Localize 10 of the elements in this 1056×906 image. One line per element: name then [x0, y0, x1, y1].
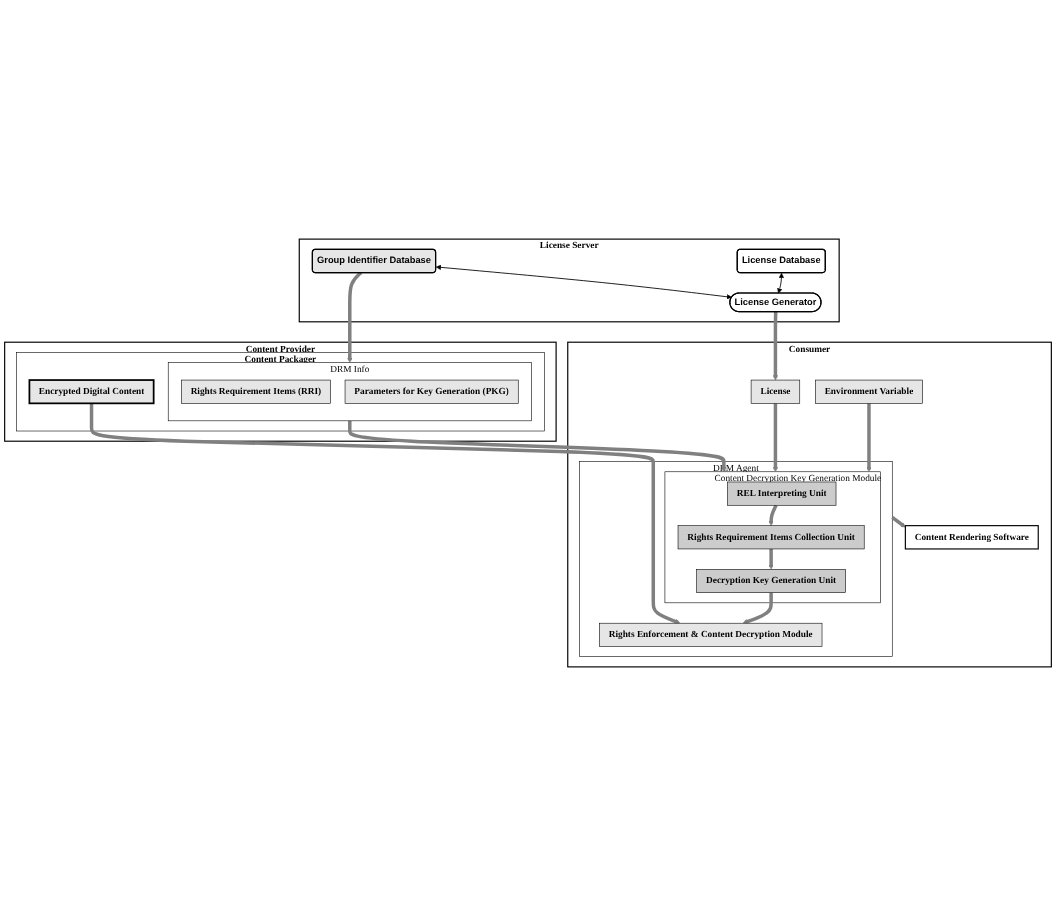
arrow	[772, 311, 778, 381]
arrow	[347, 271, 363, 363]
arrow	[866, 403, 872, 472]
arrow	[768, 504, 778, 526]
arrow	[742, 592, 773, 625]
arrow	[348, 420, 727, 472]
arrow	[777, 272, 784, 294]
arrow	[891, 516, 906, 528]
arrow	[772, 403, 778, 472]
arrow	[768, 548, 774, 570]
